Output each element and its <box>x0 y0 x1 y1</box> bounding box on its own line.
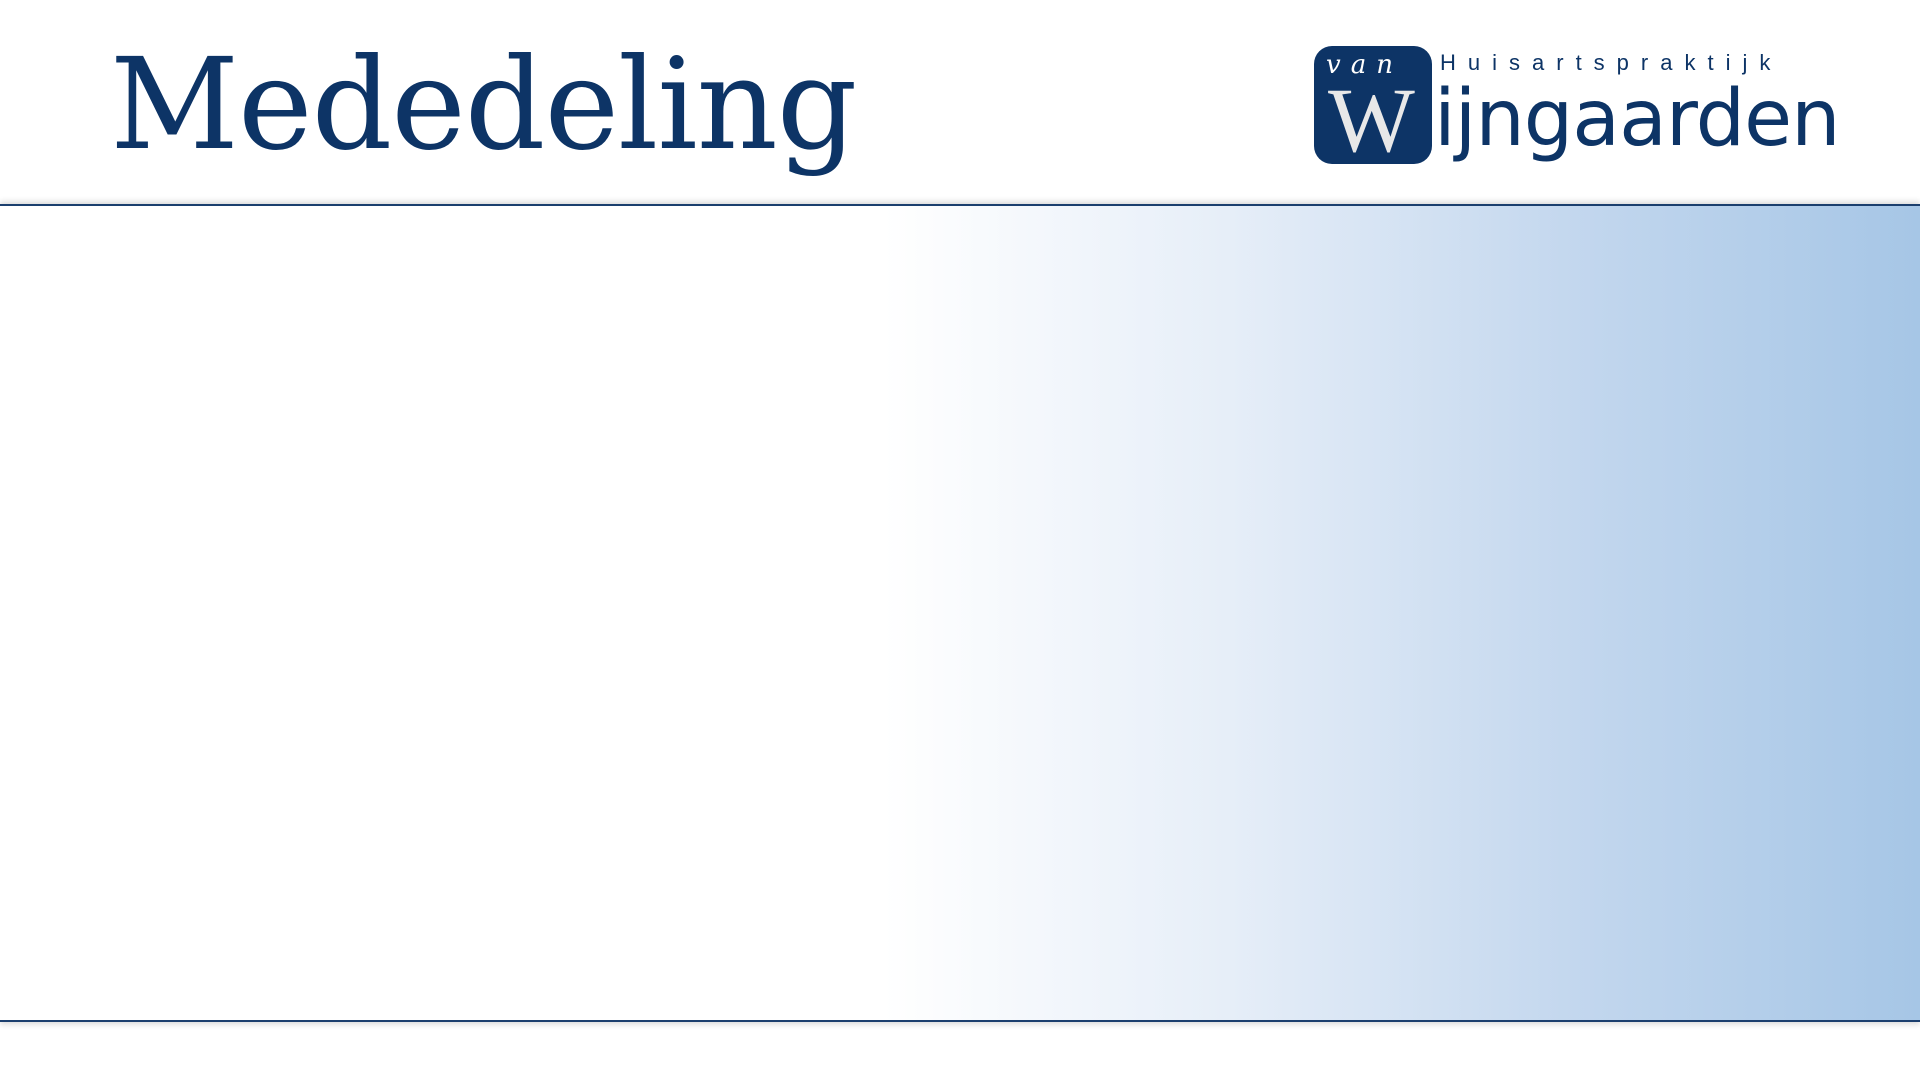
logo-w-letter: W <box>1328 69 1415 171</box>
logo-badge: van W <box>1314 46 1432 171</box>
practice-logo: van W Huisartspraktijk ijngaarden <box>1312 44 1841 172</box>
content-panel <box>0 204 1920 1022</box>
logo-van-text: van <box>1326 50 1403 80</box>
page-title: Mededeling <box>110 31 857 178</box>
logo-tagline: Huisartspraktijk <box>1440 50 1783 75</box>
logo-name-text: ijngaarden <box>1434 74 1841 164</box>
header: Mededeling van W Huisartspraktijk ijngaa… <box>0 0 1920 203</box>
